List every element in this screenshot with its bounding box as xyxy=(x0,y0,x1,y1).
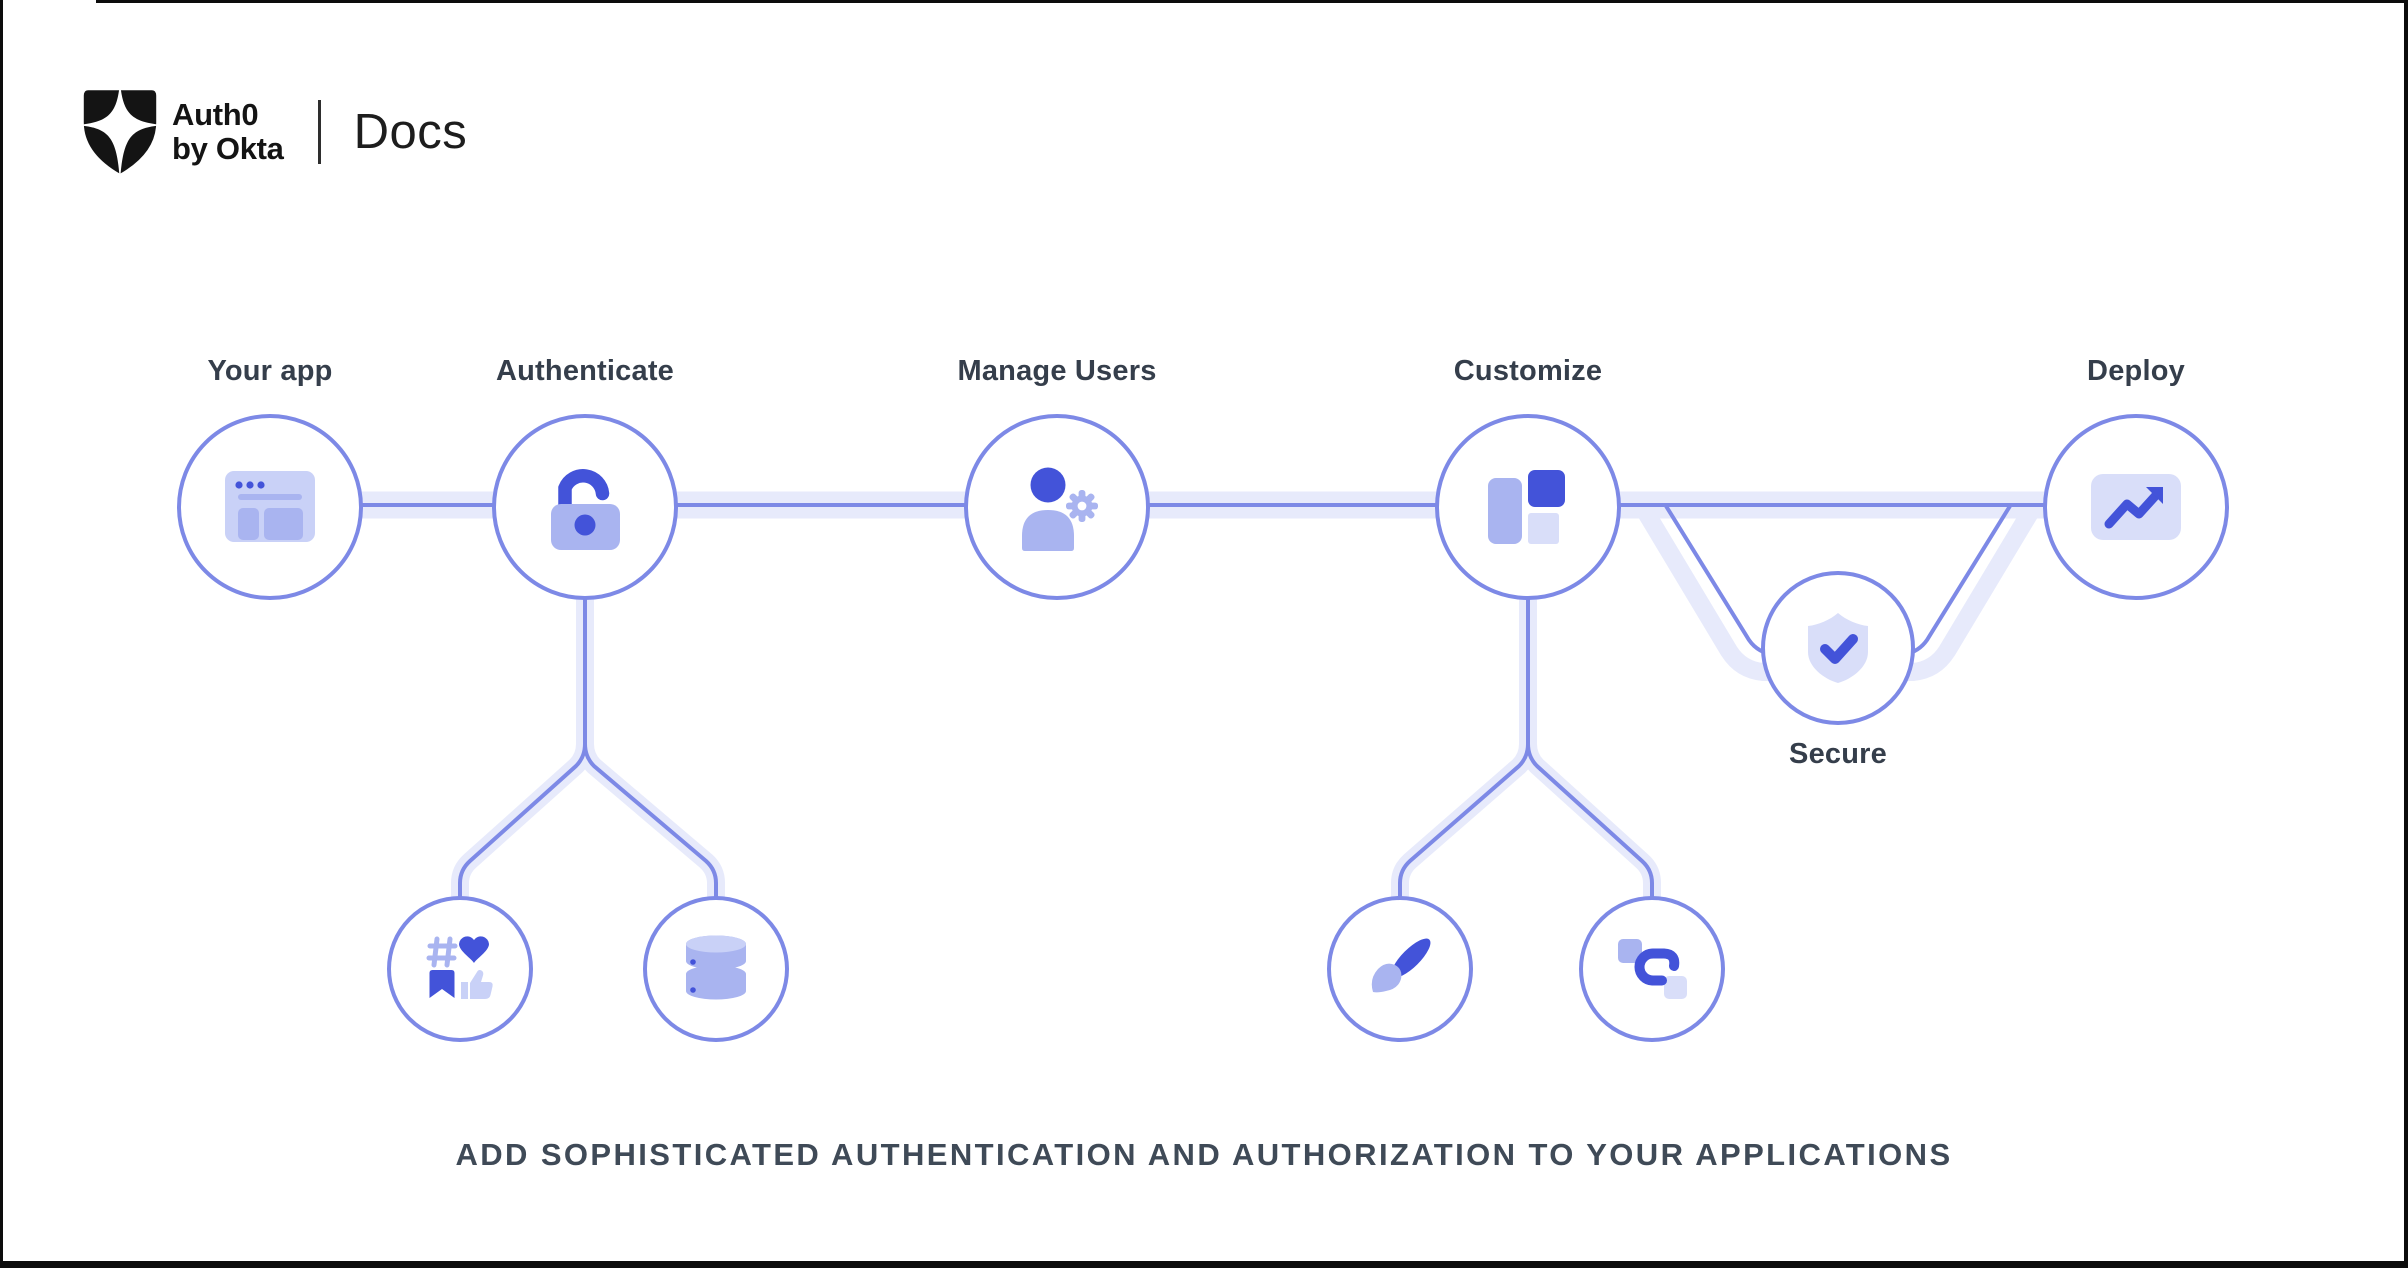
social-login-icon xyxy=(426,936,493,999)
gear-icon xyxy=(1066,490,1098,522)
node-customize[interactable] xyxy=(1435,414,1621,600)
docs-title[interactable]: Docs xyxy=(353,105,468,159)
heart-icon xyxy=(459,936,489,963)
database-icon xyxy=(686,935,746,1000)
node-secure[interactable] xyxy=(1761,571,1915,725)
header: Auth0 by Okta Docs xyxy=(81,84,467,180)
thumbs-up-icon xyxy=(461,970,493,999)
node-actions-flow[interactable] xyxy=(1579,896,1725,1042)
browser-window-icon xyxy=(225,471,315,542)
node-label-authenticate: Authenticate xyxy=(495,355,675,387)
node-label-deploy: Deploy xyxy=(2087,355,2185,387)
node-label-your-app: Your app xyxy=(207,355,333,387)
screenshot-frame-left xyxy=(0,0,3,1268)
node-deploy[interactable] xyxy=(2043,414,2229,600)
node-manage-users[interactable] xyxy=(964,414,1150,600)
node-label-secure: Secure xyxy=(1789,738,1887,770)
brand-line2: by Okta xyxy=(172,131,284,166)
paintbrush-icon xyxy=(1371,938,1431,993)
node-label-customize: Customize xyxy=(1453,355,1603,387)
auth0-shield-icon[interactable] xyxy=(81,86,159,178)
node-social-connections[interactable] xyxy=(387,896,533,1042)
flow-connector-icon xyxy=(1618,939,1687,999)
layout-blocks-icon xyxy=(1488,470,1565,544)
node-your-app[interactable] xyxy=(177,414,363,600)
brand-line1: Auth0 xyxy=(172,97,259,132)
node-label-manage-users: Manage Users xyxy=(957,355,1157,387)
caption: ADD SOPHISTICATED AUTHENTICATION AND AUT… xyxy=(455,1137,1953,1172)
node-database[interactable] xyxy=(643,896,789,1042)
trend-up-chart-icon xyxy=(2091,474,2181,540)
screenshot-frame-top xyxy=(96,0,2408,3)
node-authenticate[interactable] xyxy=(492,414,678,600)
brand-wordmark[interactable]: Auth0 by Okta xyxy=(172,98,284,166)
user-gear-icon xyxy=(1022,467,1098,551)
screenshot-frame-right xyxy=(2404,0,2408,1268)
header-divider xyxy=(317,100,321,164)
hashtag-icon xyxy=(426,936,458,968)
open-padlock-icon xyxy=(551,469,620,550)
connector-customize-right xyxy=(1526,507,1654,969)
shield-check-icon xyxy=(1808,613,1868,683)
bookmark-icon xyxy=(429,970,455,998)
connector-authenticate-right xyxy=(583,507,718,969)
node-branding[interactable] xyxy=(1327,896,1473,1042)
screenshot-frame-bottom xyxy=(0,1261,2408,1268)
